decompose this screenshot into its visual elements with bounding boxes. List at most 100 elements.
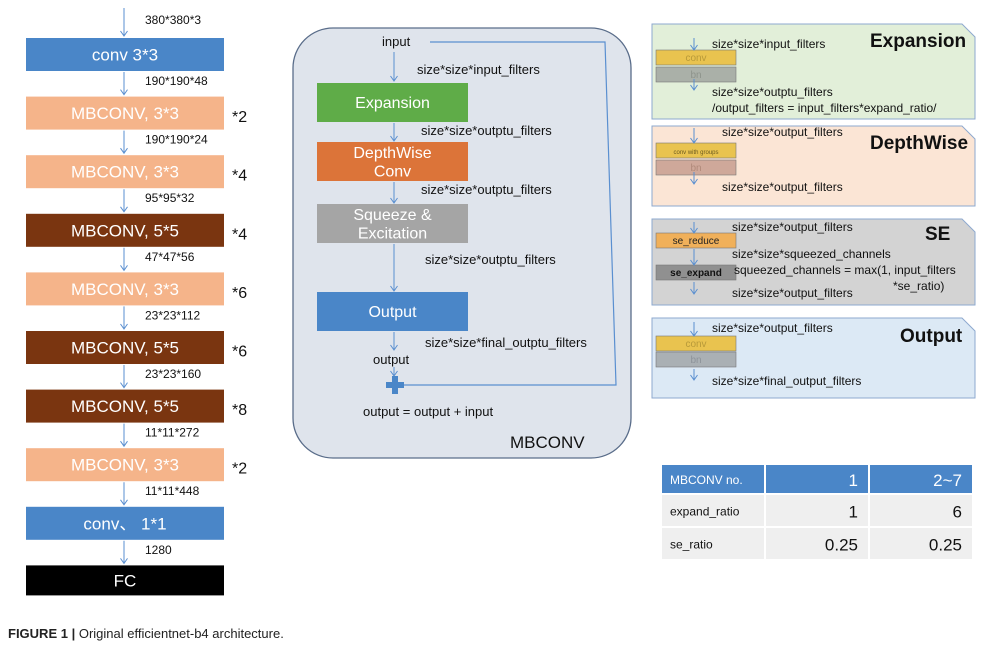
repeat-count: *2 [232, 461, 247, 478]
layer-arrow-head [120, 265, 128, 272]
sub-layer-box [655, 66, 737, 83]
mbconv-block-label: Conv [374, 163, 411, 180]
layer-block [26, 272, 224, 306]
mbconv-output-size: size*size*outptu_filters [421, 182, 552, 197]
table-cell [766, 528, 868, 559]
mbconv-block [317, 142, 468, 181]
layer-block [26, 38, 224, 71]
sub-layer-box [655, 142, 737, 159]
sub-layer-label: bn [690, 163, 701, 174]
table-cell-value: 1 [849, 471, 858, 490]
detail-panel-expansion [651, 23, 976, 120]
table-cell [662, 495, 764, 526]
detail-text-line: squeezed_channels = max(1, input_filters [734, 263, 956, 277]
table-cell-value: 1 [849, 503, 858, 522]
layer-arrow-head [120, 382, 128, 389]
table-cell-value: 0.25 [825, 536, 858, 555]
layer-output-size: 95*95*32 [145, 191, 195, 205]
mbconv-block [317, 83, 468, 122]
sub-layer-box [655, 335, 737, 352]
detail-panel-title: Output [900, 326, 963, 347]
mbconv-block-label: DepthWise [353, 145, 431, 162]
mbconv-input-size: size*size*input_filters [417, 62, 540, 77]
layer-label: MBCONV, 5*5 [71, 339, 179, 358]
detail-text-line: *se_ratio) [893, 279, 944, 293]
mbconv-block-label: Squeeze & [353, 207, 432, 224]
layer-arrow-head [120, 440, 128, 448]
mbconv-output-label: output [373, 352, 410, 367]
layer-arrow-head [120, 499, 128, 506]
layer-block [26, 213, 224, 247]
detail-text-line: size*size*squeezed_channels [732, 247, 891, 261]
layer-output-size: 11*11*272 [145, 426, 200, 440]
figure-label: FIGURE 1 | [8, 626, 76, 641]
repeat-count: *6 [232, 344, 247, 361]
mbconv-output-size: size*size*outptu_filters [425, 252, 556, 267]
layer-label: MBCONV, 3*3 [71, 456, 179, 475]
sub-layer-label: conv [685, 339, 706, 350]
repeat-count: *8 [232, 402, 247, 419]
table-cell [766, 495, 868, 526]
layer-block [26, 96, 224, 130]
detail-arrow-head [690, 84, 698, 91]
repeat-count: *2 [232, 109, 247, 126]
table-cell-value: 6 [953, 503, 962, 522]
table-cell [662, 528, 764, 559]
table-cell-label: MBCONV no. [670, 473, 743, 487]
repeat-count: *6 [232, 285, 247, 302]
detail-arrow-head [690, 137, 698, 144]
input-size-label: 380*380*3 [145, 13, 201, 27]
table-cell [870, 465, 972, 493]
detail-arrow-head [690, 288, 698, 295]
layer-arrow-head [120, 147, 128, 155]
detail-text-line: size*size*output_filters [732, 286, 853, 300]
layer-label: MBCONV, 5*5 [71, 221, 179, 240]
sub-layer-label: bn [690, 355, 701, 366]
detail-text-line: size*size*final_output_filters [712, 374, 861, 388]
table-cell [870, 528, 972, 559]
detail-text-line: size*size*input_filters [712, 37, 825, 51]
mbconv-output-size: size*size*outptu_filters [421, 123, 552, 138]
mbconv-arrow-head [390, 197, 398, 204]
layer-label: conv 3*3 [92, 46, 158, 65]
repeat-count: *4 [232, 226, 247, 243]
table-cell-label: expand_ratio [670, 505, 740, 519]
detail-arrow-head [690, 178, 698, 185]
table-cell-value: 0.25 [929, 536, 962, 555]
layer-block [26, 331, 224, 364]
detail-text-line: size*size*output_filters [722, 125, 843, 139]
layer-arrow-head [120, 89, 128, 96]
detail-arrow-head [690, 227, 698, 234]
table-cell-label: se_ratio [670, 538, 713, 552]
sub-layer-box [655, 49, 737, 66]
mbconv-block [317, 292, 468, 331]
layer-label: MBCONV, 3*3 [71, 163, 179, 182]
layer-arrow-head [120, 323, 128, 330]
detail-text-line: size*size*output_filters [722, 180, 843, 194]
detail-text-line: /output_filters = input_filters*expand_r… [712, 101, 937, 115]
mbconv-arrow-head [390, 285, 398, 292]
mbconv-block-label: Output [368, 304, 417, 321]
layer-block [26, 155, 224, 189]
table-cell-value: 2~7 [933, 471, 962, 490]
detail-panel-title: Expansion [870, 31, 966, 52]
layer-output-size: 11*11*448 [145, 484, 200, 498]
layer-block [26, 506, 224, 540]
repeat-count: *4 [232, 168, 247, 185]
mbconv-final-output-size: size*size*final_outptu_filters [425, 335, 587, 350]
mbconv-input-label: input [382, 34, 411, 49]
layer-output-size: 1280 [145, 543, 172, 557]
detail-text-line: size*size*outptu_filters [712, 85, 833, 99]
sub-layer-label: se_expand [670, 268, 722, 279]
layer-output-size: 47*47*56 [145, 250, 195, 264]
table-cell [870, 495, 972, 526]
sub-layer-label: bn [690, 70, 701, 81]
layer-label: MBCONV, 3*3 [71, 104, 179, 123]
input-arrow-head [120, 30, 128, 37]
mbconv-arrow-head [390, 135, 398, 142]
mbconv-block-label: Expansion [355, 95, 430, 112]
layer-output-size: 190*190*48 [145, 74, 208, 88]
layer-label: MBCONV, 5*5 [71, 397, 179, 416]
table-cell [662, 465, 764, 493]
